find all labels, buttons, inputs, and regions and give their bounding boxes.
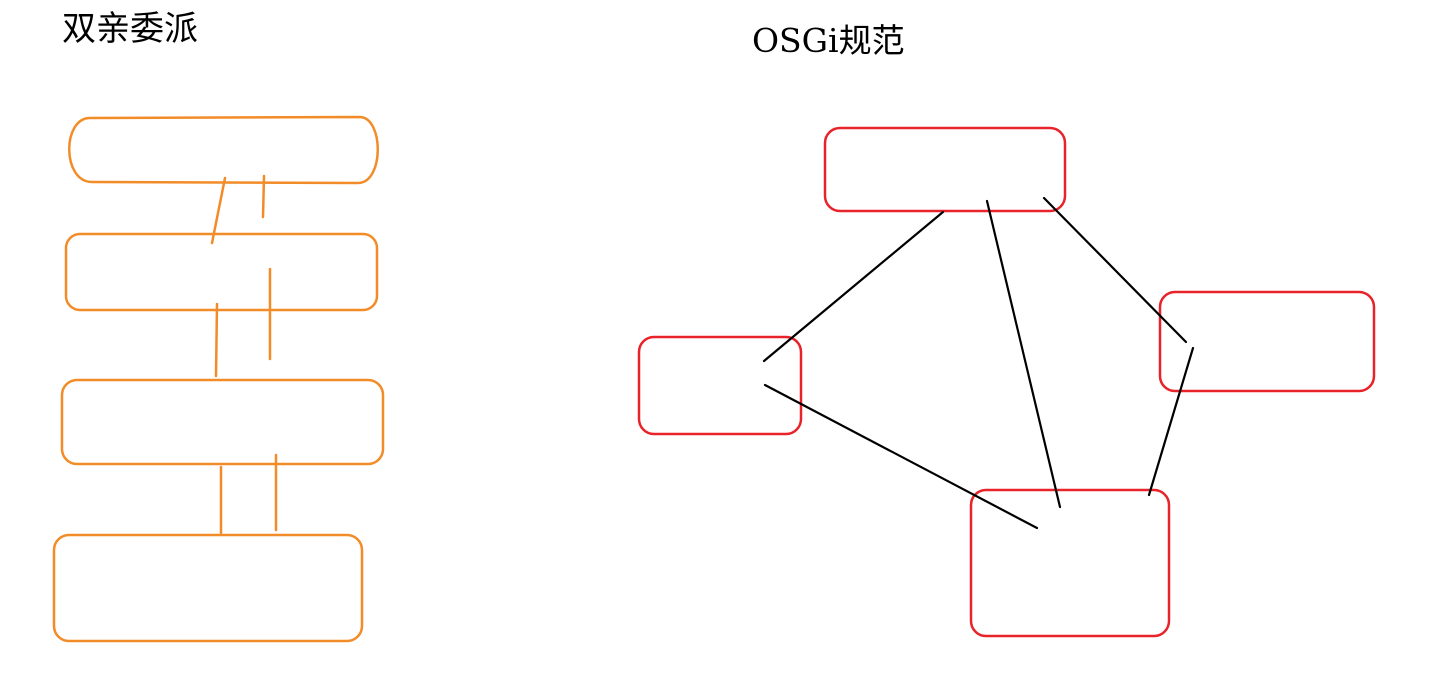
osgi-link-top-bottom (985, 199, 1062, 509)
delegation-box-4 (52, 533, 364, 643)
delegation-link-2a (214, 302, 219, 378)
osgi-bundle-bottom (969, 488, 1171, 638)
osgi-bundle-top (823, 126, 1067, 213)
osgi-link-right-bottom (1147, 346, 1195, 497)
delegation-box-2 (64, 232, 379, 312)
parent-delegation-diagram (52, 115, 385, 643)
osgi-bundle-left (637, 335, 803, 436)
osgi-link-top-left (762, 210, 945, 363)
delegation-link-1b (261, 174, 266, 219)
delegation-box-3 (60, 378, 385, 466)
osgi-bundle-right (1158, 290, 1376, 393)
parent-delegation-title: 双亲委派 (62, 9, 198, 49)
osgi-link-top-right (1042, 196, 1188, 344)
delegation-link-1a (210, 176, 227, 245)
delegation-box-1 (68, 115, 379, 185)
osgi-spec-title: OSGi规范 (752, 21, 905, 60)
osgi-diagram (637, 126, 1376, 638)
osgi-link-left-bottom (763, 383, 1039, 530)
